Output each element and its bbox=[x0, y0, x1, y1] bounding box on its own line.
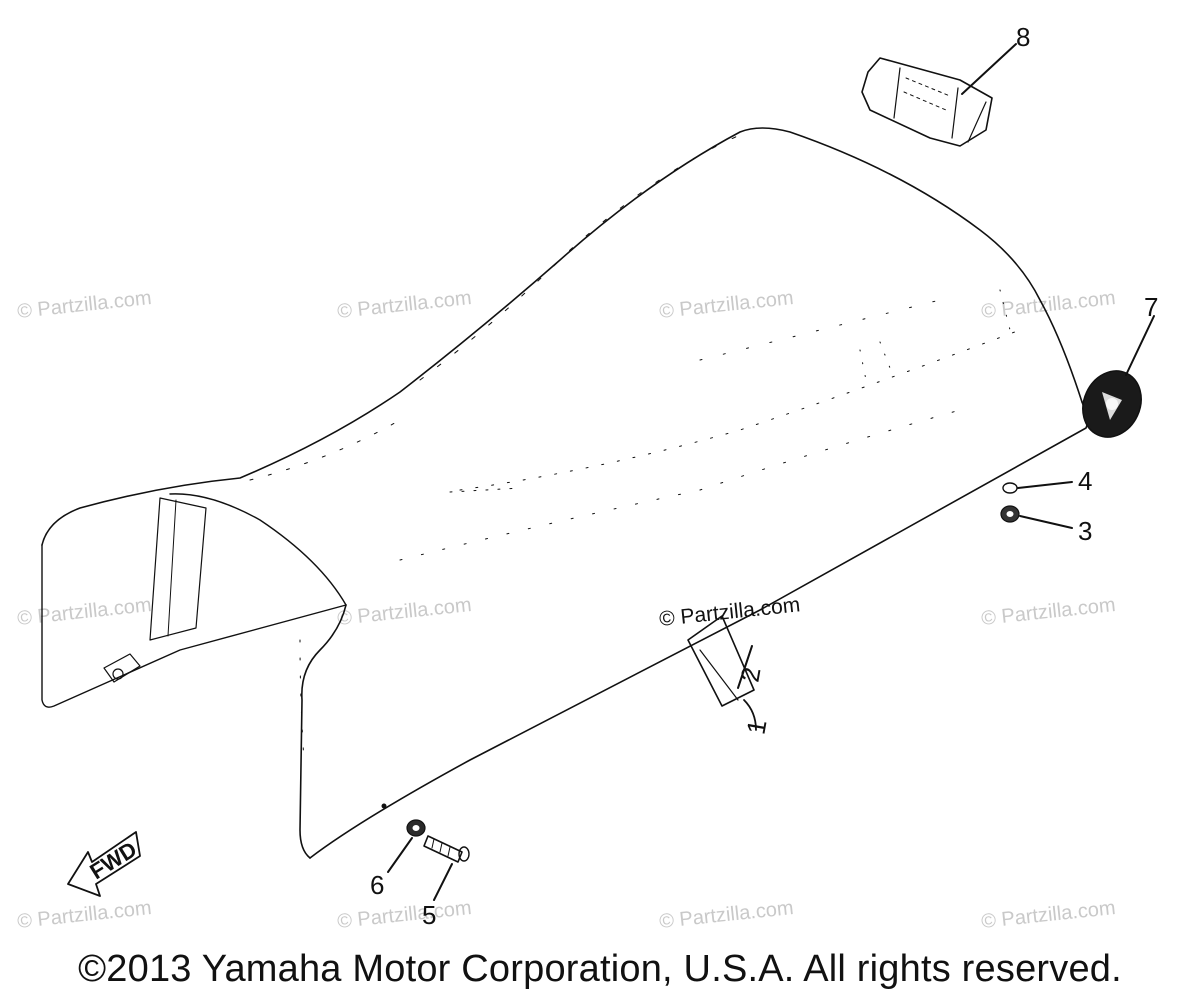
watermark: © Partzilla.com bbox=[16, 287, 152, 323]
copyright-notice: ©2013 Yamaha Motor Corporation, U.S.A. A… bbox=[78, 948, 1122, 990]
watermark: © Partzilla.com bbox=[336, 594, 472, 630]
watermark: © Partzilla.com bbox=[658, 897, 794, 933]
watermark: © Partzilla.com bbox=[980, 897, 1116, 933]
part-6-washer bbox=[387, 819, 426, 873]
part-8-strap bbox=[861, 43, 1017, 147]
callout-5: 5 bbox=[422, 900, 436, 930]
callout-1: 1 bbox=[740, 717, 772, 736]
callout-6: 6 bbox=[370, 870, 384, 900]
callout-3: 3 bbox=[1078, 516, 1092, 546]
part-3-grommet bbox=[1000, 505, 1073, 529]
fwd-arrow-icon: FWD bbox=[67, 831, 141, 897]
watermark: © Partzilla.com bbox=[336, 287, 472, 323]
watermark: © Partzilla.com bbox=[980, 594, 1116, 630]
part-4-nut bbox=[1002, 481, 1073, 494]
callout-8: 8 bbox=[1016, 22, 1030, 52]
watermark-layer: © Partzilla.com © Partzilla.com © Partzi… bbox=[16, 287, 1116, 933]
part-5-bolt bbox=[423, 835, 470, 901]
callout-2: 2 bbox=[735, 665, 767, 684]
callout-7: 7 bbox=[1144, 292, 1158, 322]
watermark: © Partzilla.com bbox=[16, 897, 152, 933]
part-2-bracket bbox=[687, 615, 757, 731]
callout-4: 4 bbox=[1078, 466, 1092, 496]
fwd-label: FWD bbox=[85, 836, 141, 884]
watermark: © Partzilla.com bbox=[658, 287, 794, 323]
part-1-seat bbox=[41, 127, 1089, 859]
part-7-emblem bbox=[1082, 315, 1155, 438]
watermark: © Partzilla.com bbox=[336, 897, 472, 933]
callout-labels: 8 7 4 3 2 1 6 5 bbox=[370, 22, 1158, 930]
watermark: © Partzilla.com bbox=[16, 594, 152, 630]
